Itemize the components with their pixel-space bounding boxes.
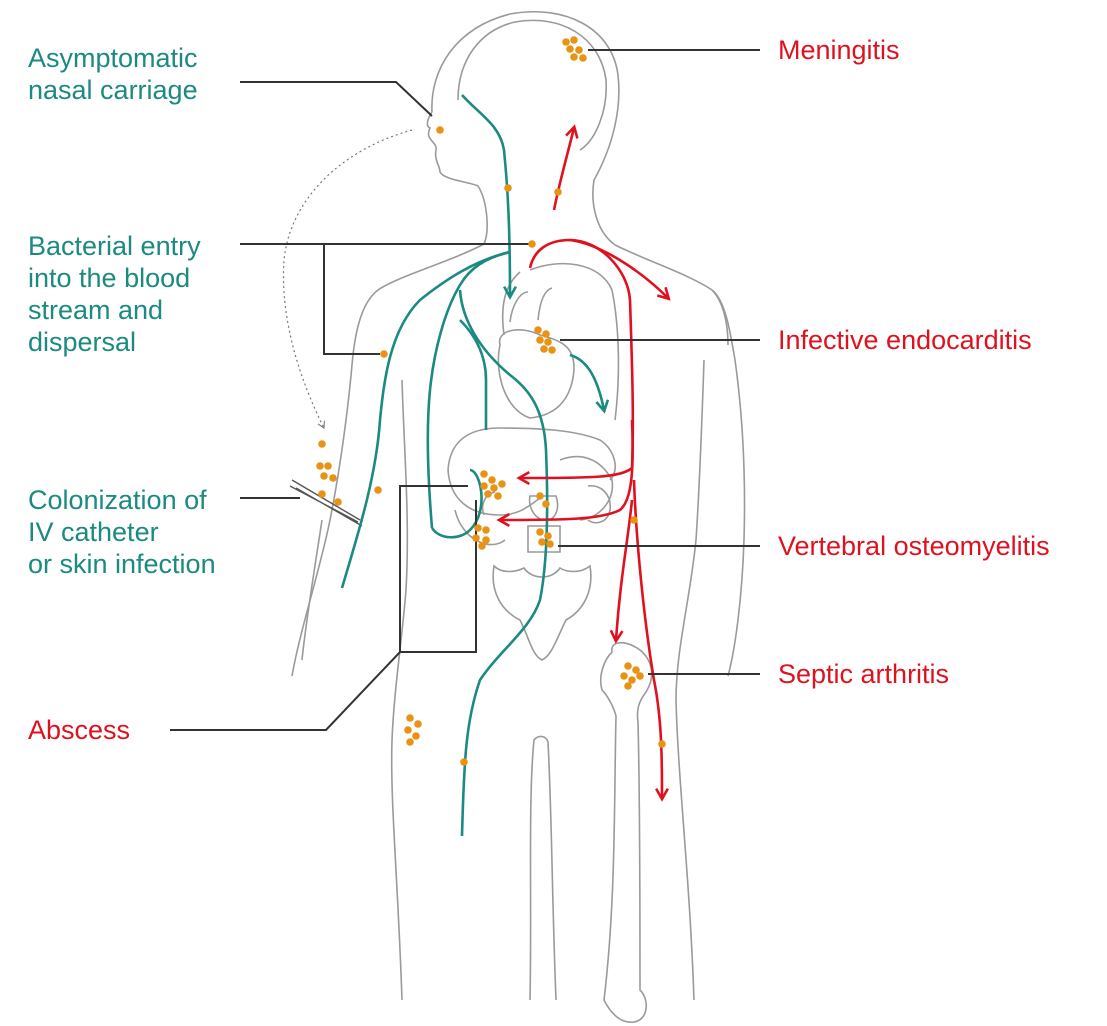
body-outline [290, 12, 745, 1022]
leader-lines [170, 50, 760, 730]
bacteria-cluster-thigh [404, 714, 422, 746]
label-septic-arthritis: Septic arthritis [778, 658, 949, 690]
bacteria-cluster-meningitis [562, 36, 587, 62]
label-infective-endocarditis: Infective endocarditis [778, 324, 1032, 356]
bacteria-cluster-abscess-organ [472, 524, 490, 550]
blood-dispersal-pathways [342, 95, 604, 836]
label-colonization: Colonization of IV catheter or skin infe… [28, 484, 216, 580]
bacteria-cluster-heart [534, 326, 556, 354]
label-meningitis: Meningitis [778, 34, 900, 66]
bacteria-cluster-femur [620, 662, 644, 690]
label-asymptomatic-nasal-carriage: Asymptomatic nasal carriage [28, 42, 198, 106]
dotted-migration-arrow [283, 130, 412, 428]
bacteria-cluster-liver [480, 470, 506, 500]
femur-outline [601, 643, 652, 1022]
leader-asymptomatic [240, 82, 432, 116]
label-abscess: Abscess [28, 714, 130, 746]
torso-outline [392, 380, 408, 1000]
bacteria-single-dots [374, 126, 666, 766]
label-vertebral-osteomyelitis: Vertebral osteomyelitis [778, 530, 1050, 562]
bacteria [316, 36, 666, 766]
label-bacterial-entry: Bacterial entry into the blood stream an… [28, 230, 201, 358]
leader-abscess [170, 486, 476, 730]
